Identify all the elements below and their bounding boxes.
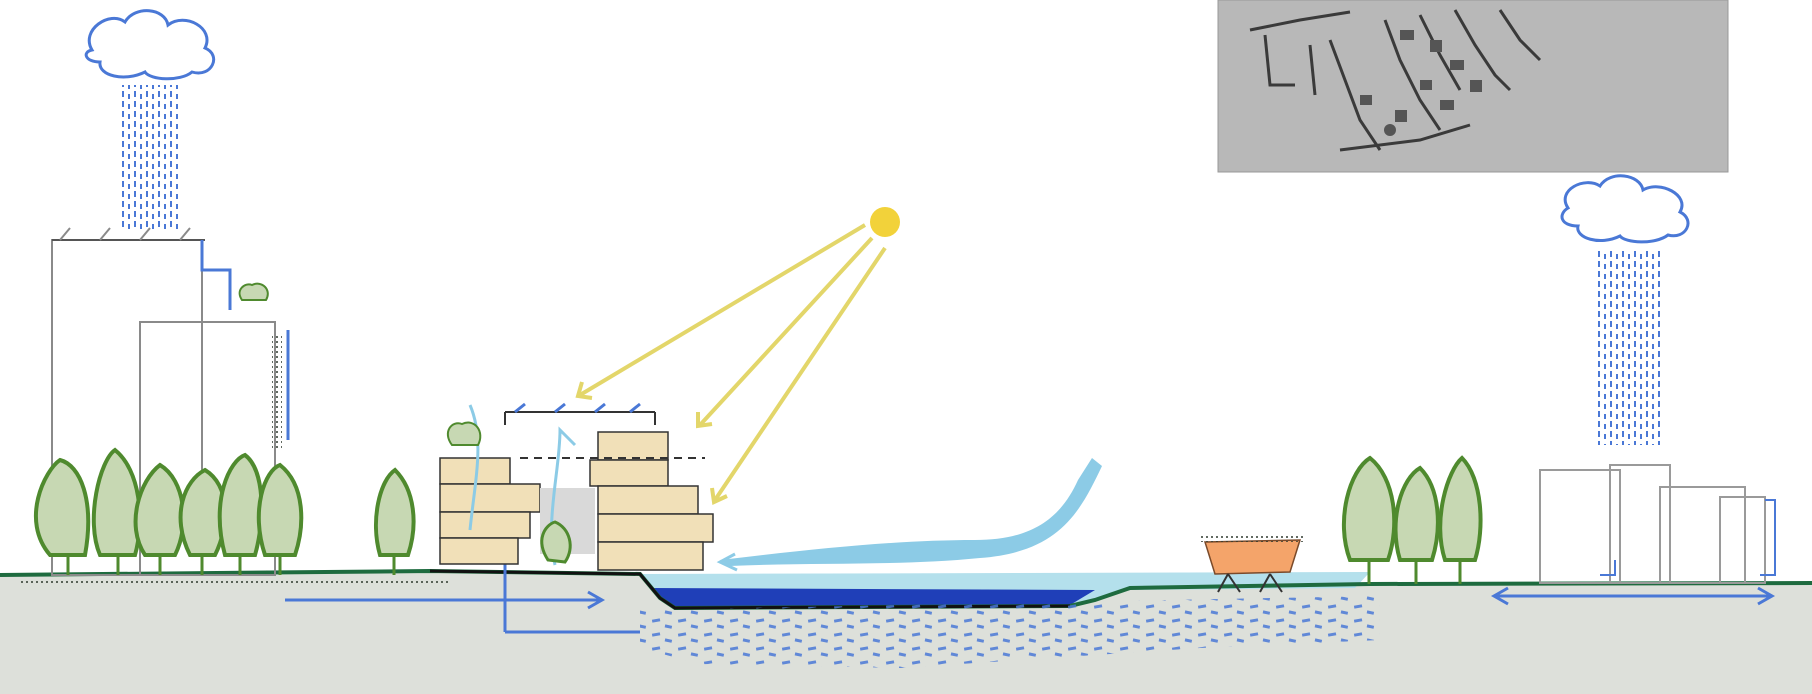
sun	[870, 207, 900, 237]
buildings-right	[1540, 465, 1765, 583]
downpipe-right	[1600, 500, 1775, 575]
trees-right	[1344, 458, 1481, 560]
site-plan-inset	[1218, 0, 1728, 172]
center-roof-solar	[515, 404, 640, 412]
soil-dots	[20, 578, 450, 584]
tree-trunks-right	[1369, 560, 1460, 584]
facade-green-strip	[272, 335, 282, 450]
roof-tree-center	[448, 423, 480, 445]
rain-cloud-right	[1562, 176, 1688, 445]
roof-tree-left	[240, 284, 268, 300]
wind-flow	[720, 458, 1102, 566]
stacked-building-center	[440, 432, 713, 570]
rain-cloud-left	[86, 11, 213, 230]
trees-left	[36, 450, 414, 555]
